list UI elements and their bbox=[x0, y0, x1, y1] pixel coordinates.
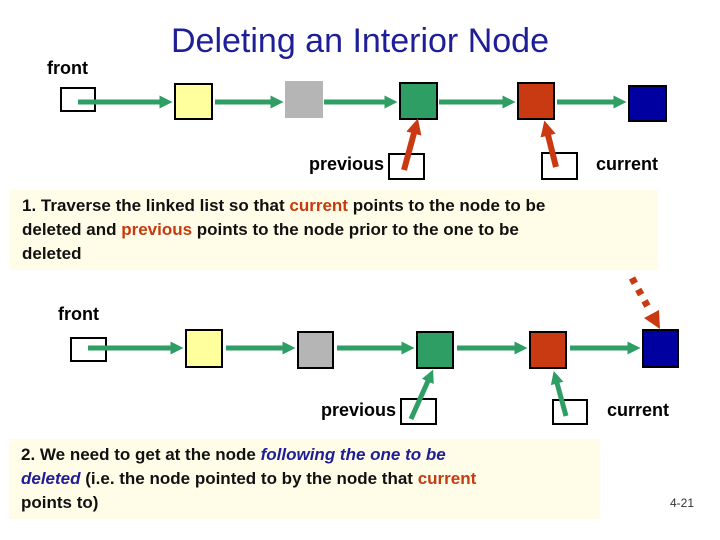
current-label-1: current bbox=[596, 154, 659, 174]
list-node-2-green bbox=[416, 331, 454, 369]
front-label-2: front bbox=[58, 304, 99, 324]
current-pointer-box-1 bbox=[541, 152, 578, 180]
list-node-2-blue bbox=[642, 329, 679, 368]
previous-label-1: previous bbox=[308, 154, 384, 174]
front-pointer-box-1 bbox=[60, 87, 96, 112]
list-node-2-red bbox=[529, 331, 567, 369]
slide-title: Deleting an Interior Node bbox=[170, 22, 549, 60]
list-node-1-yellow bbox=[174, 83, 213, 120]
current-pointer-box-2 bbox=[552, 399, 588, 425]
page-number: 4-21 bbox=[670, 496, 695, 510]
instruction-note-2: 2. We need to get at the node following … bbox=[9, 439, 600, 519]
list-node-1-red bbox=[517, 82, 555, 120]
previous-pointer-box-2 bbox=[400, 398, 437, 425]
current-label-2: current bbox=[607, 400, 670, 420]
dashed-arrowhead-icon bbox=[644, 310, 660, 329]
dashed-arrow-to-following-node bbox=[628, 276, 660, 329]
front-label-1: front bbox=[47, 58, 88, 78]
list-node-1-gray bbox=[285, 81, 323, 118]
previous-pointer-box-1 bbox=[388, 153, 425, 180]
instruction-note-1: 1. Traverse the linked list so that curr… bbox=[10, 190, 658, 270]
previous-label-2: previous bbox=[320, 400, 396, 420]
list-node-2-yellow bbox=[185, 329, 223, 368]
front-pointer-box-2 bbox=[70, 337, 107, 362]
dashed-arrow-icon bbox=[628, 276, 653, 311]
pointer-arrows-1-red bbox=[401, 118, 559, 171]
list-node-2-gray bbox=[297, 331, 334, 369]
list-node-1-blue bbox=[628, 85, 667, 122]
list-node-1-green bbox=[399, 82, 438, 120]
